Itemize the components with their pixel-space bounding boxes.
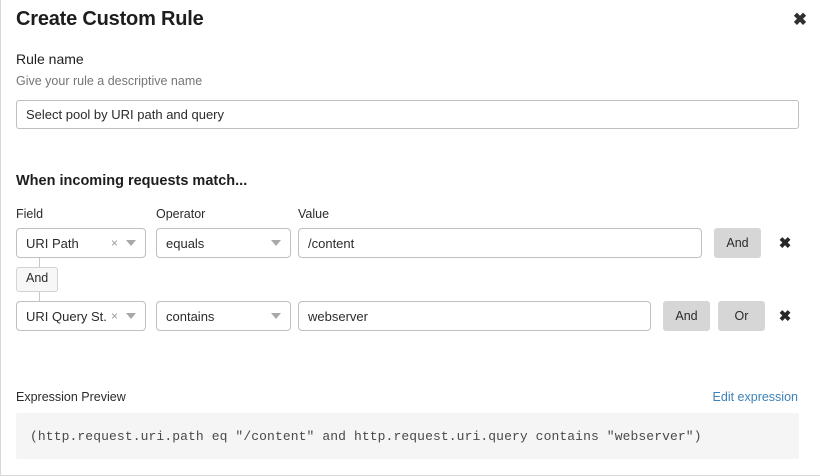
operator-select[interactable]: contains: [156, 301, 291, 331]
rule-name-input[interactable]: [16, 100, 799, 129]
column-header-operator: Operator: [156, 207, 206, 221]
operator-select-value: contains: [166, 308, 215, 324]
rule-name-label: Rule name: [16, 51, 84, 67]
remove-condition-icon[interactable]: ✖: [775, 228, 795, 258]
and-button[interactable]: And: [714, 228, 761, 258]
rule-name-hint: Give your rule a descriptive name: [16, 74, 203, 88]
conditions-heading: When incoming requests match...: [16, 173, 248, 189]
and-button[interactable]: And: [663, 301, 710, 331]
clear-icon[interactable]: ×: [110, 236, 118, 250]
field-select-value: URI Query St...: [26, 308, 108, 324]
value-input[interactable]: [298, 228, 702, 258]
column-header-field: Field: [16, 207, 44, 221]
expression-text: (http.request.uri.path eq "/content" and…: [30, 428, 702, 444]
clear-icon[interactable]: ×: [110, 309, 118, 323]
or-button[interactable]: Or: [718, 301, 765, 331]
edit-expression-link[interactable]: Edit expression: [712, 390, 798, 404]
dialog-title: Create Custom Rule: [16, 8, 204, 30]
field-select[interactable]: URI Path ×: [16, 228, 146, 258]
column-header-value: Value: [298, 207, 330, 221]
expression-preview-label: Expression Preview: [16, 390, 126, 404]
field-select-value: URI Path: [26, 235, 79, 251]
chevron-down-icon: [126, 240, 136, 246]
condition-row: URI Path × equals And ✖: [1, 228, 820, 258]
chevron-down-icon: [126, 313, 136, 319]
connector-and-badge[interactable]: And: [16, 267, 59, 292]
condition-row: URI Query St... × contains And Or ✖: [1, 301, 820, 331]
operator-select[interactable]: equals: [156, 228, 291, 258]
chevron-down-icon: [271, 240, 281, 246]
remove-condition-icon[interactable]: ✖: [775, 301, 795, 331]
expression-preview-box: (http.request.uri.path eq "/content" and…: [16, 413, 799, 459]
field-select[interactable]: URI Query St... ×: [16, 301, 146, 331]
chevron-down-icon: [271, 313, 281, 319]
close-icon[interactable]: ✖: [788, 7, 812, 31]
value-input[interactable]: [298, 301, 651, 331]
operator-select-value: equals: [166, 235, 205, 251]
